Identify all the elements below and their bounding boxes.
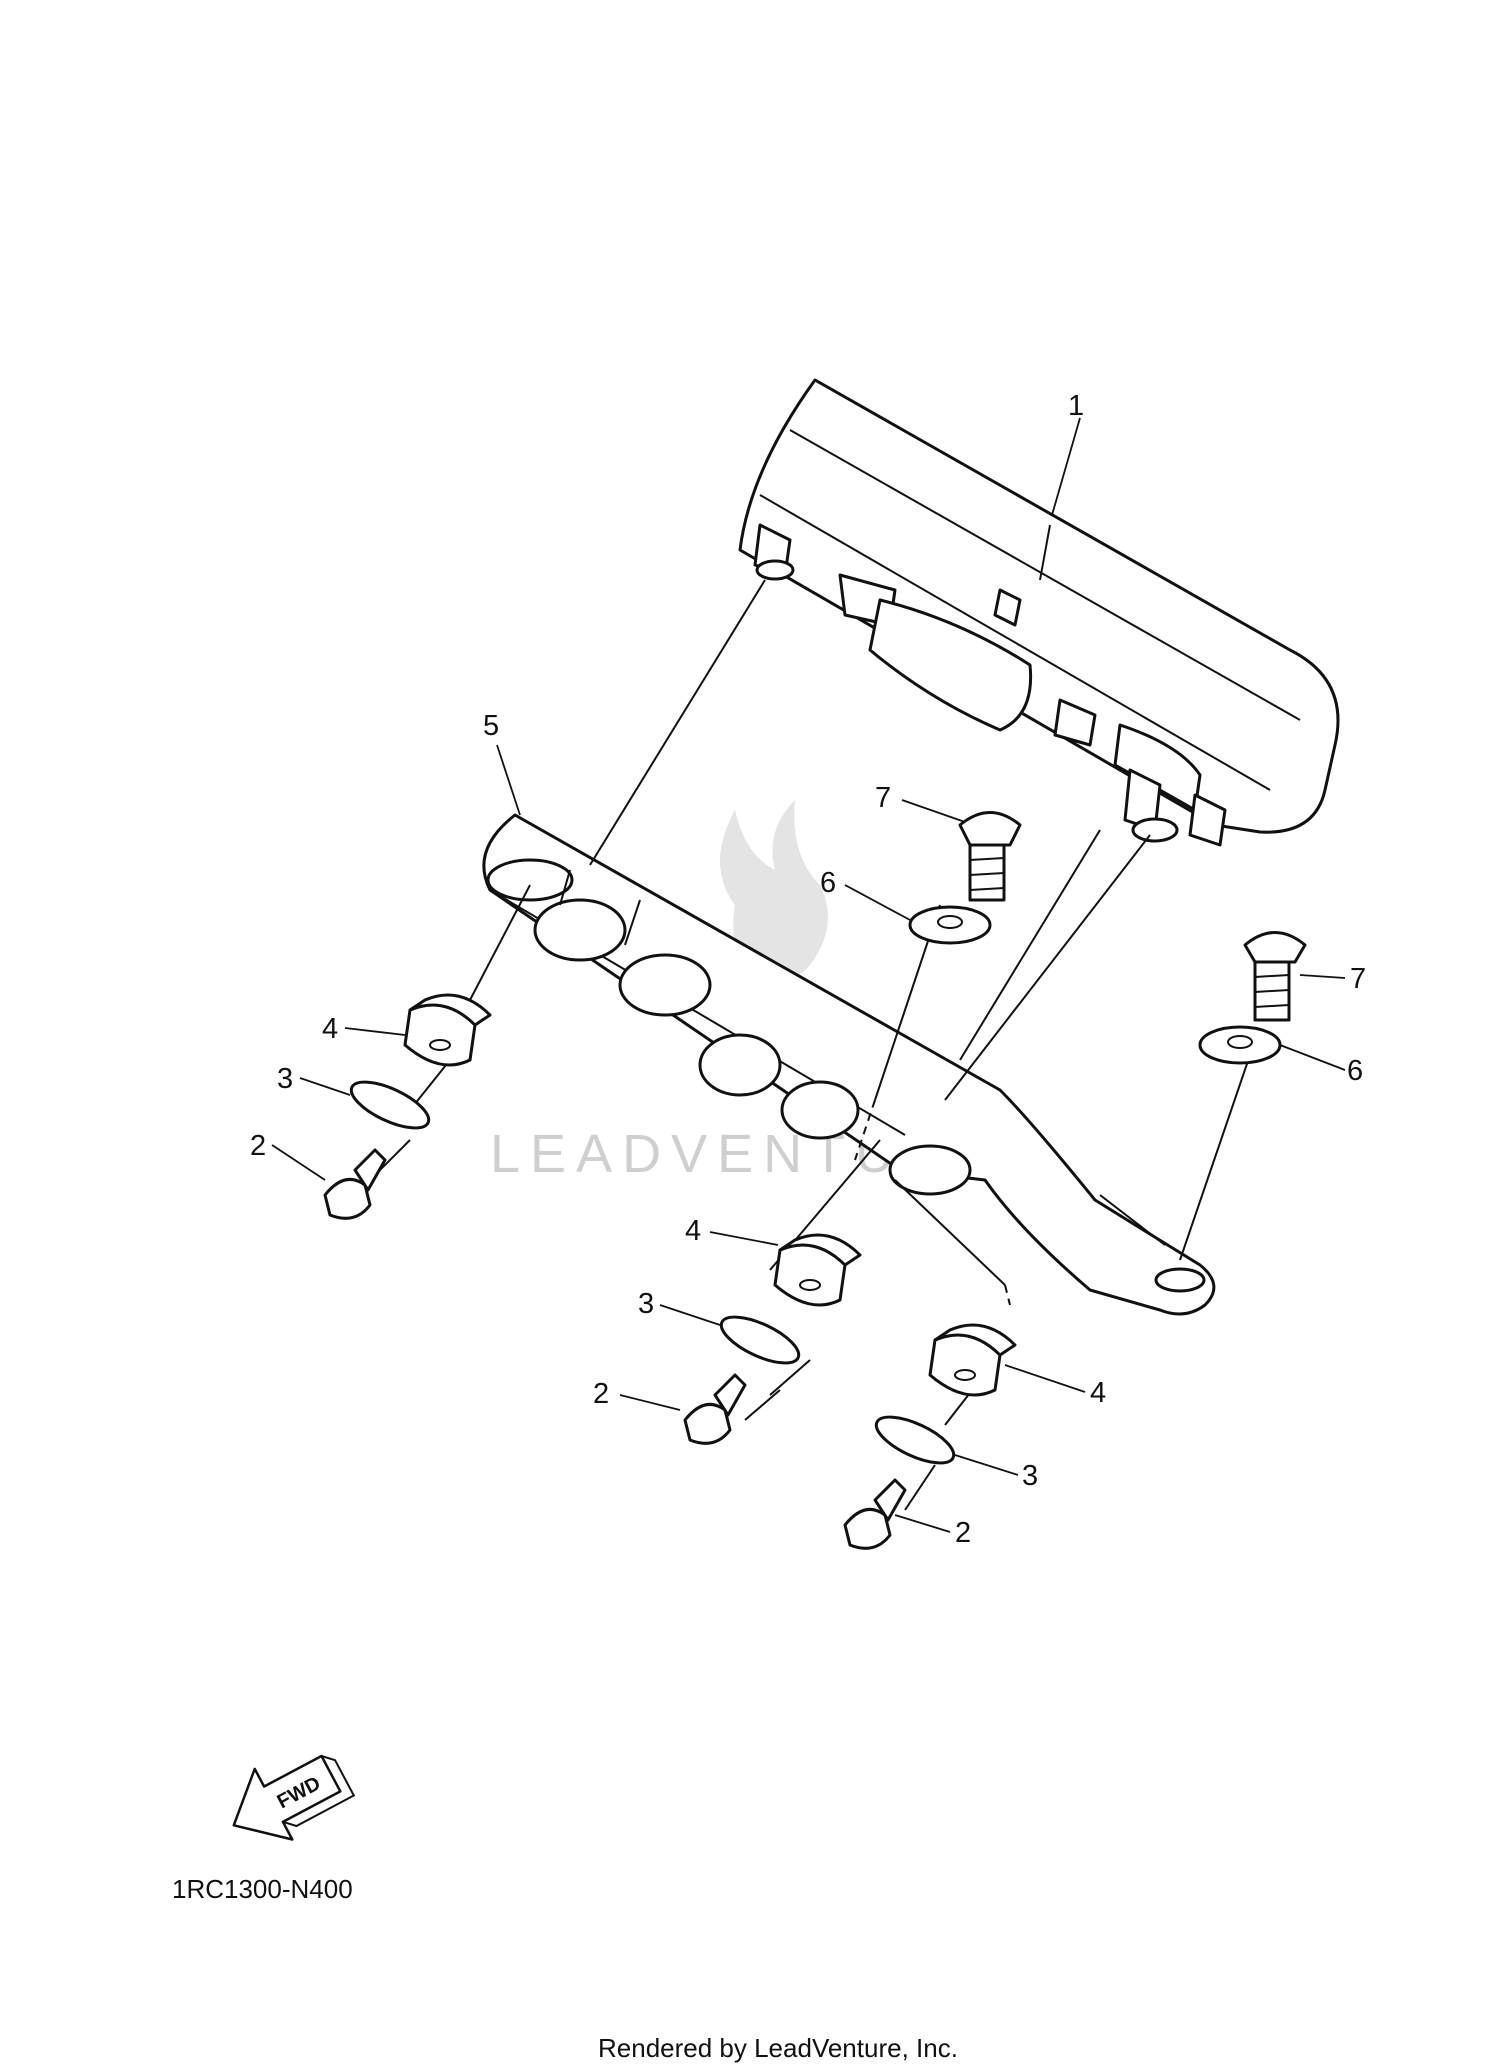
callout-4-left: 4 — [322, 1013, 338, 1045]
callout-3-left: 3 — [277, 1063, 293, 1095]
collar-3-right — [874, 1415, 956, 1465]
bolt-2-right — [843, 1478, 907, 1550]
callout-6-right: 6 — [1347, 1055, 1363, 1087]
fwd-arrow-icon: FWD — [232, 1754, 356, 1841]
meter-bracket — [482, 813, 1216, 1316]
callout-7-right: 7 — [1350, 963, 1366, 995]
bolt-2-middle — [683, 1373, 747, 1445]
callout-2-left: 2 — [250, 1130, 266, 1162]
callout-3-right: 3 — [1022, 1460, 1038, 1492]
callout-3-middle: 3 — [638, 1288, 654, 1320]
collar-3-left — [349, 1080, 431, 1130]
grommet-4-right — [928, 1323, 1017, 1397]
callout-1: 1 — [1068, 390, 1084, 422]
washer-6-right — [1198, 1025, 1282, 1065]
callout-7-upper: 7 — [875, 782, 891, 814]
callouts: 1 5 7 6 7 6 4 3 2 4 3 2 4 3 2 — [250, 390, 1366, 1549]
collar-3-middle — [719, 1315, 801, 1365]
grommet-4-left — [403, 993, 492, 1067]
leader-lines — [271, 417, 1346, 1533]
footer-credit: Rendered by LeadVenture, Inc. — [598, 2033, 958, 2063]
callout-4-right: 4 — [1090, 1377, 1106, 1409]
screw-7-right — [1243, 931, 1307, 1022]
meter-assembly — [738, 378, 1340, 847]
callout-6-upper: 6 — [820, 867, 836, 899]
bolt-2-left — [323, 1148, 387, 1220]
diagram-code: 1RC1300-N400 — [172, 1874, 353, 1904]
callout-2-right: 2 — [955, 1517, 971, 1549]
washer-6-upper — [908, 905, 992, 945]
callout-2-middle: 2 — [593, 1378, 609, 1410]
grommet-4-middle — [773, 1233, 862, 1307]
callout-5: 5 — [483, 710, 499, 742]
screw-7-upper — [958, 811, 1022, 902]
callout-4-middle: 4 — [685, 1215, 701, 1247]
